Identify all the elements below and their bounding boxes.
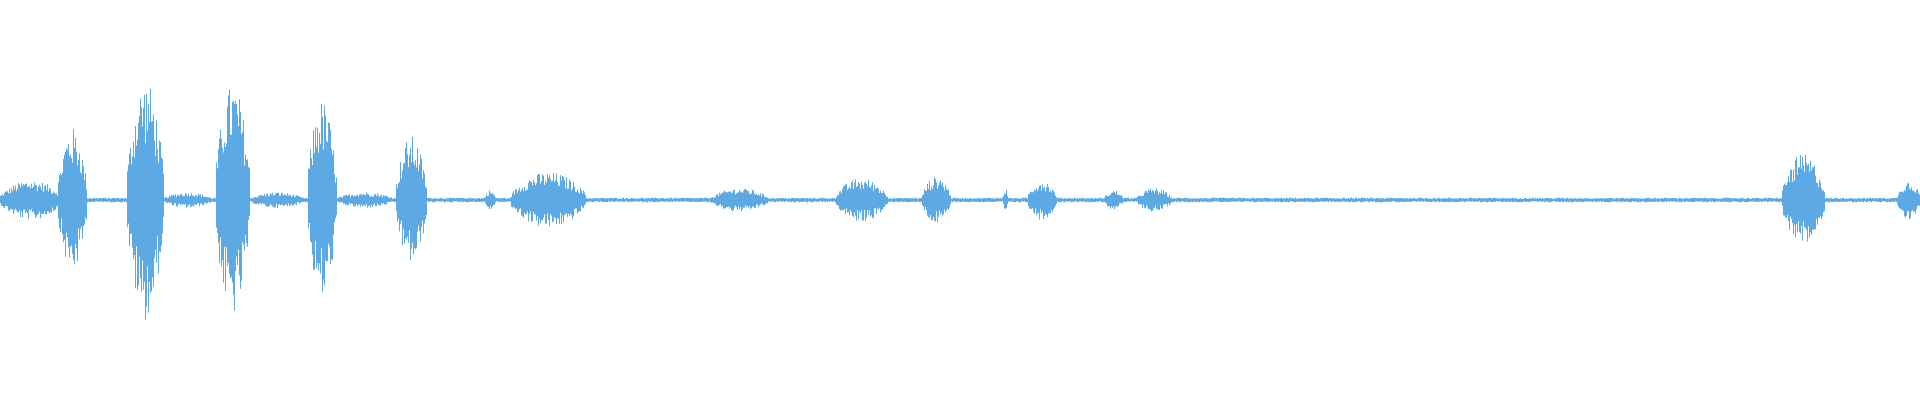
waveform-trace (0, 88, 1920, 320)
waveform-bars (0, 88, 1920, 320)
